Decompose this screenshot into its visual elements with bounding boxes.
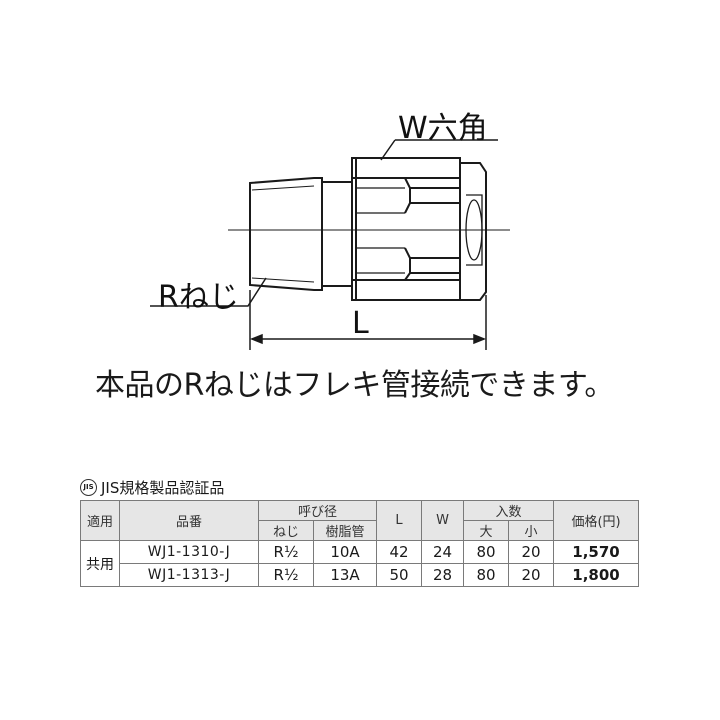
- small-cell: 20: [508, 540, 555, 564]
- product-caption: 本品のRねじはフレキ管接続できます。: [95, 368, 614, 403]
- part-number-cell: WJ1-1313-J: [119, 563, 259, 587]
- table-row: WJ1-1313-J R½ 13A 50 28 80 20 1,800: [81, 563, 640, 587]
- part-number-cell: WJ1-1310-J: [119, 540, 259, 564]
- header-price: 価格(円): [553, 500, 640, 541]
- length-dimension-line: [249, 290, 487, 350]
- header-w: W: [421, 500, 465, 541]
- thread-cell: R½: [258, 563, 314, 587]
- header-part-number: 品番: [119, 500, 259, 541]
- spec-table: 適用 品番 呼び径 L W 入数 価格(円) ねじ 樹脂管 大 小 共用 WJ1…: [80, 500, 640, 587]
- header-quantity: 入数: [463, 500, 555, 521]
- header-row: 適用 品番 呼び径 L W 入数 価格(円): [80, 500, 640, 541]
- w-cell: 28: [421, 563, 465, 587]
- price-cell: 1,570: [553, 540, 640, 564]
- hex-size-label: W六角: [398, 111, 488, 146]
- l-cell: 50: [376, 563, 423, 587]
- header-large: 大: [463, 520, 510, 541]
- small-cell: 20: [508, 563, 555, 587]
- header-nominal: 呼び径: [257, 500, 378, 521]
- resin-pipe-cell: 13A: [312, 563, 378, 587]
- thread-cell: R½: [258, 540, 314, 564]
- thread-label: Rねじ: [158, 280, 239, 315]
- hex-leader-line: [380, 139, 498, 161]
- header-small: 小: [508, 520, 555, 541]
- header-l: L: [376, 500, 423, 541]
- resin-pipe-cell: 10A: [312, 540, 378, 564]
- header-thread: ねじ: [258, 520, 314, 541]
- subheader-row: ねじ 樹脂管 大 小: [81, 520, 639, 541]
- large-cell: 80: [463, 540, 510, 564]
- price-cell: 1,800: [553, 563, 640, 587]
- group-label: 共用: [80, 540, 120, 587]
- large-cell: 80: [463, 563, 510, 587]
- fitting-outline: [249, 157, 487, 301]
- length-label: L: [352, 306, 369, 341]
- header-application: 適用: [80, 500, 120, 541]
- table-row: 共用 WJ1-1310-J R½ 10A 42 24 80 20 1,570: [80, 540, 640, 587]
- w-cell: 24: [421, 540, 465, 564]
- certification-text: JIS規格製品認証品: [101, 478, 225, 497]
- fitting-drawing: [150, 139, 510, 350]
- thread-leader-line: [150, 277, 267, 307]
- header-resin-pipe: 樹脂管: [312, 520, 378, 541]
- jis-mark-icon: JIS: [80, 478, 97, 496]
- certification-line: JIS JIS規格製品認証品: [80, 477, 224, 497]
- l-cell: 42: [376, 540, 423, 564]
